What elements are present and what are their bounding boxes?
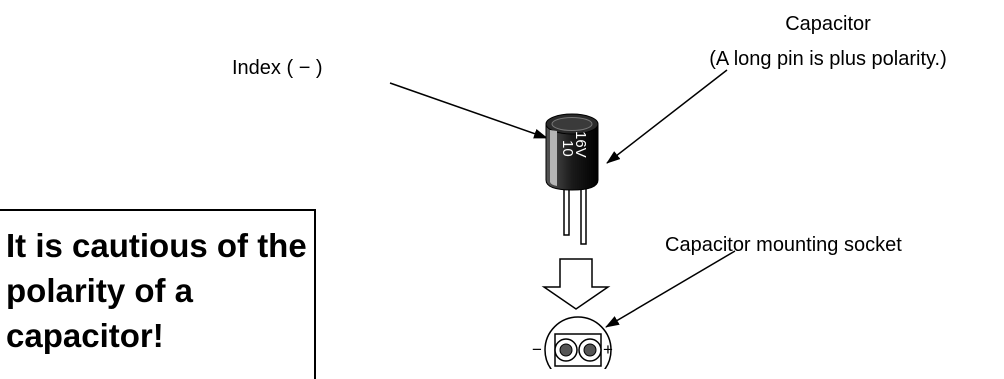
capacitor-polarity-diagram: Index ( − ) Capacitor (A long pin is plu… [232,13,947,369]
index-label: Index ( − ) [232,57,323,79]
capacitor-mounting-socket [544,316,612,369]
index-stripe [550,130,557,186]
socket-label: Capacitor mounting socket [665,234,902,256]
polarity-warning-box: It is cautious of the polarity of a capa… [0,209,316,379]
capacitor-long-lead [580,185,587,245]
capacitor-short-lead [563,185,570,236]
insert-down-arrow [541,258,611,310]
capacitor-voltage-marking: 16V [572,131,589,158]
plus-sign: + [603,340,613,359]
capacitor-label: Capacitor [785,13,871,35]
socket-arrow [605,250,736,328]
polarity-warning-text: It is cautious of the polarity of a capa… [6,227,307,354]
capacitor-note: (A long pin is plus polarity.) [709,48,947,70]
capacitor-arrow [606,69,728,164]
capacitor-component: 16V 10 [545,113,599,245]
index-arrow [389,82,548,139]
capacitor-value-marking: 10 [559,140,576,157]
minus-sign: − [532,340,542,359]
